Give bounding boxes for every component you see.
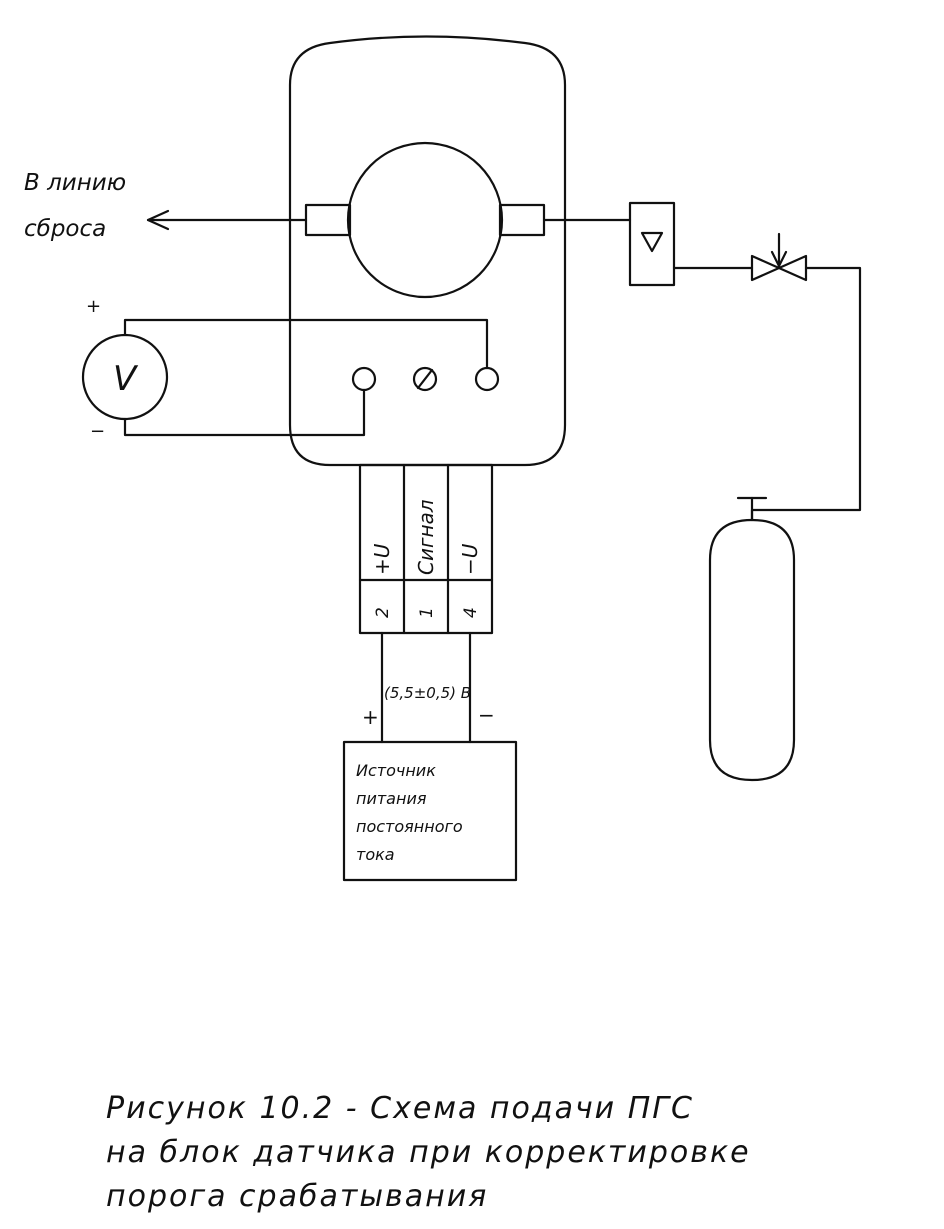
inlet-fitting <box>498 203 546 237</box>
voltmeter-minus-wire <box>123 388 366 437</box>
valve-icon <box>750 254 808 282</box>
flow-meter <box>628 201 676 287</box>
caption-line2: на блок датчика при корректировке <box>106 1135 751 1170</box>
flow-meter-float-icon <box>640 231 664 253</box>
power-source-line1: Источник <box>356 761 436 780</box>
terminal-number-1: 1 <box>417 607 437 618</box>
adjust-screw <box>412 366 438 392</box>
gas-cylinder <box>708 518 796 782</box>
terminal-number-2: 2 <box>373 607 393 618</box>
outlet-fitting <box>304 203 352 237</box>
power-source-line4: тока <box>356 845 395 864</box>
terminal-number-4: 4 <box>461 607 481 618</box>
voltmeter-symbol: V <box>113 359 139 399</box>
voltmeter-plus: + <box>86 296 101 317</box>
supply-voltage: (5,5±0,5) В <box>384 684 471 702</box>
adjust-screw-slot <box>416 368 434 390</box>
outlet-arrow-icon <box>146 209 170 231</box>
power-source-line3: постоянного <box>356 817 463 836</box>
supply-plus-sign: + <box>362 705 379 729</box>
test-socket-minus <box>351 366 377 392</box>
supply-minus-sign: − <box>478 703 495 727</box>
voltmeter-plus-wire <box>123 318 489 370</box>
terminal-block <box>358 463 494 635</box>
sensor-unit-housing <box>288 35 567 467</box>
caption-line3: порога срабатывания <box>106 1179 488 1214</box>
power-source-line2: питания <box>356 789 427 808</box>
terminal-label-minus-u: −U <box>458 543 482 575</box>
valve-arrow-icon <box>770 250 788 268</box>
terminal-label-plus-u: +U <box>370 543 394 575</box>
outlet-label-line1: В линию <box>24 170 126 196</box>
outlet-label-line2: сброса <box>24 216 106 242</box>
voltmeter-minus: − <box>90 421 105 442</box>
test-socket-plus <box>474 366 500 392</box>
gas-chamber <box>346 141 504 299</box>
power-source-box <box>342 740 518 882</box>
terminal-label-signal: Сигнал <box>414 499 438 575</box>
caption-line1: Рисунок 10.2 - Схема подачи ПГС <box>106 1091 694 1126</box>
pipe-to-cylinder <box>750 266 862 522</box>
